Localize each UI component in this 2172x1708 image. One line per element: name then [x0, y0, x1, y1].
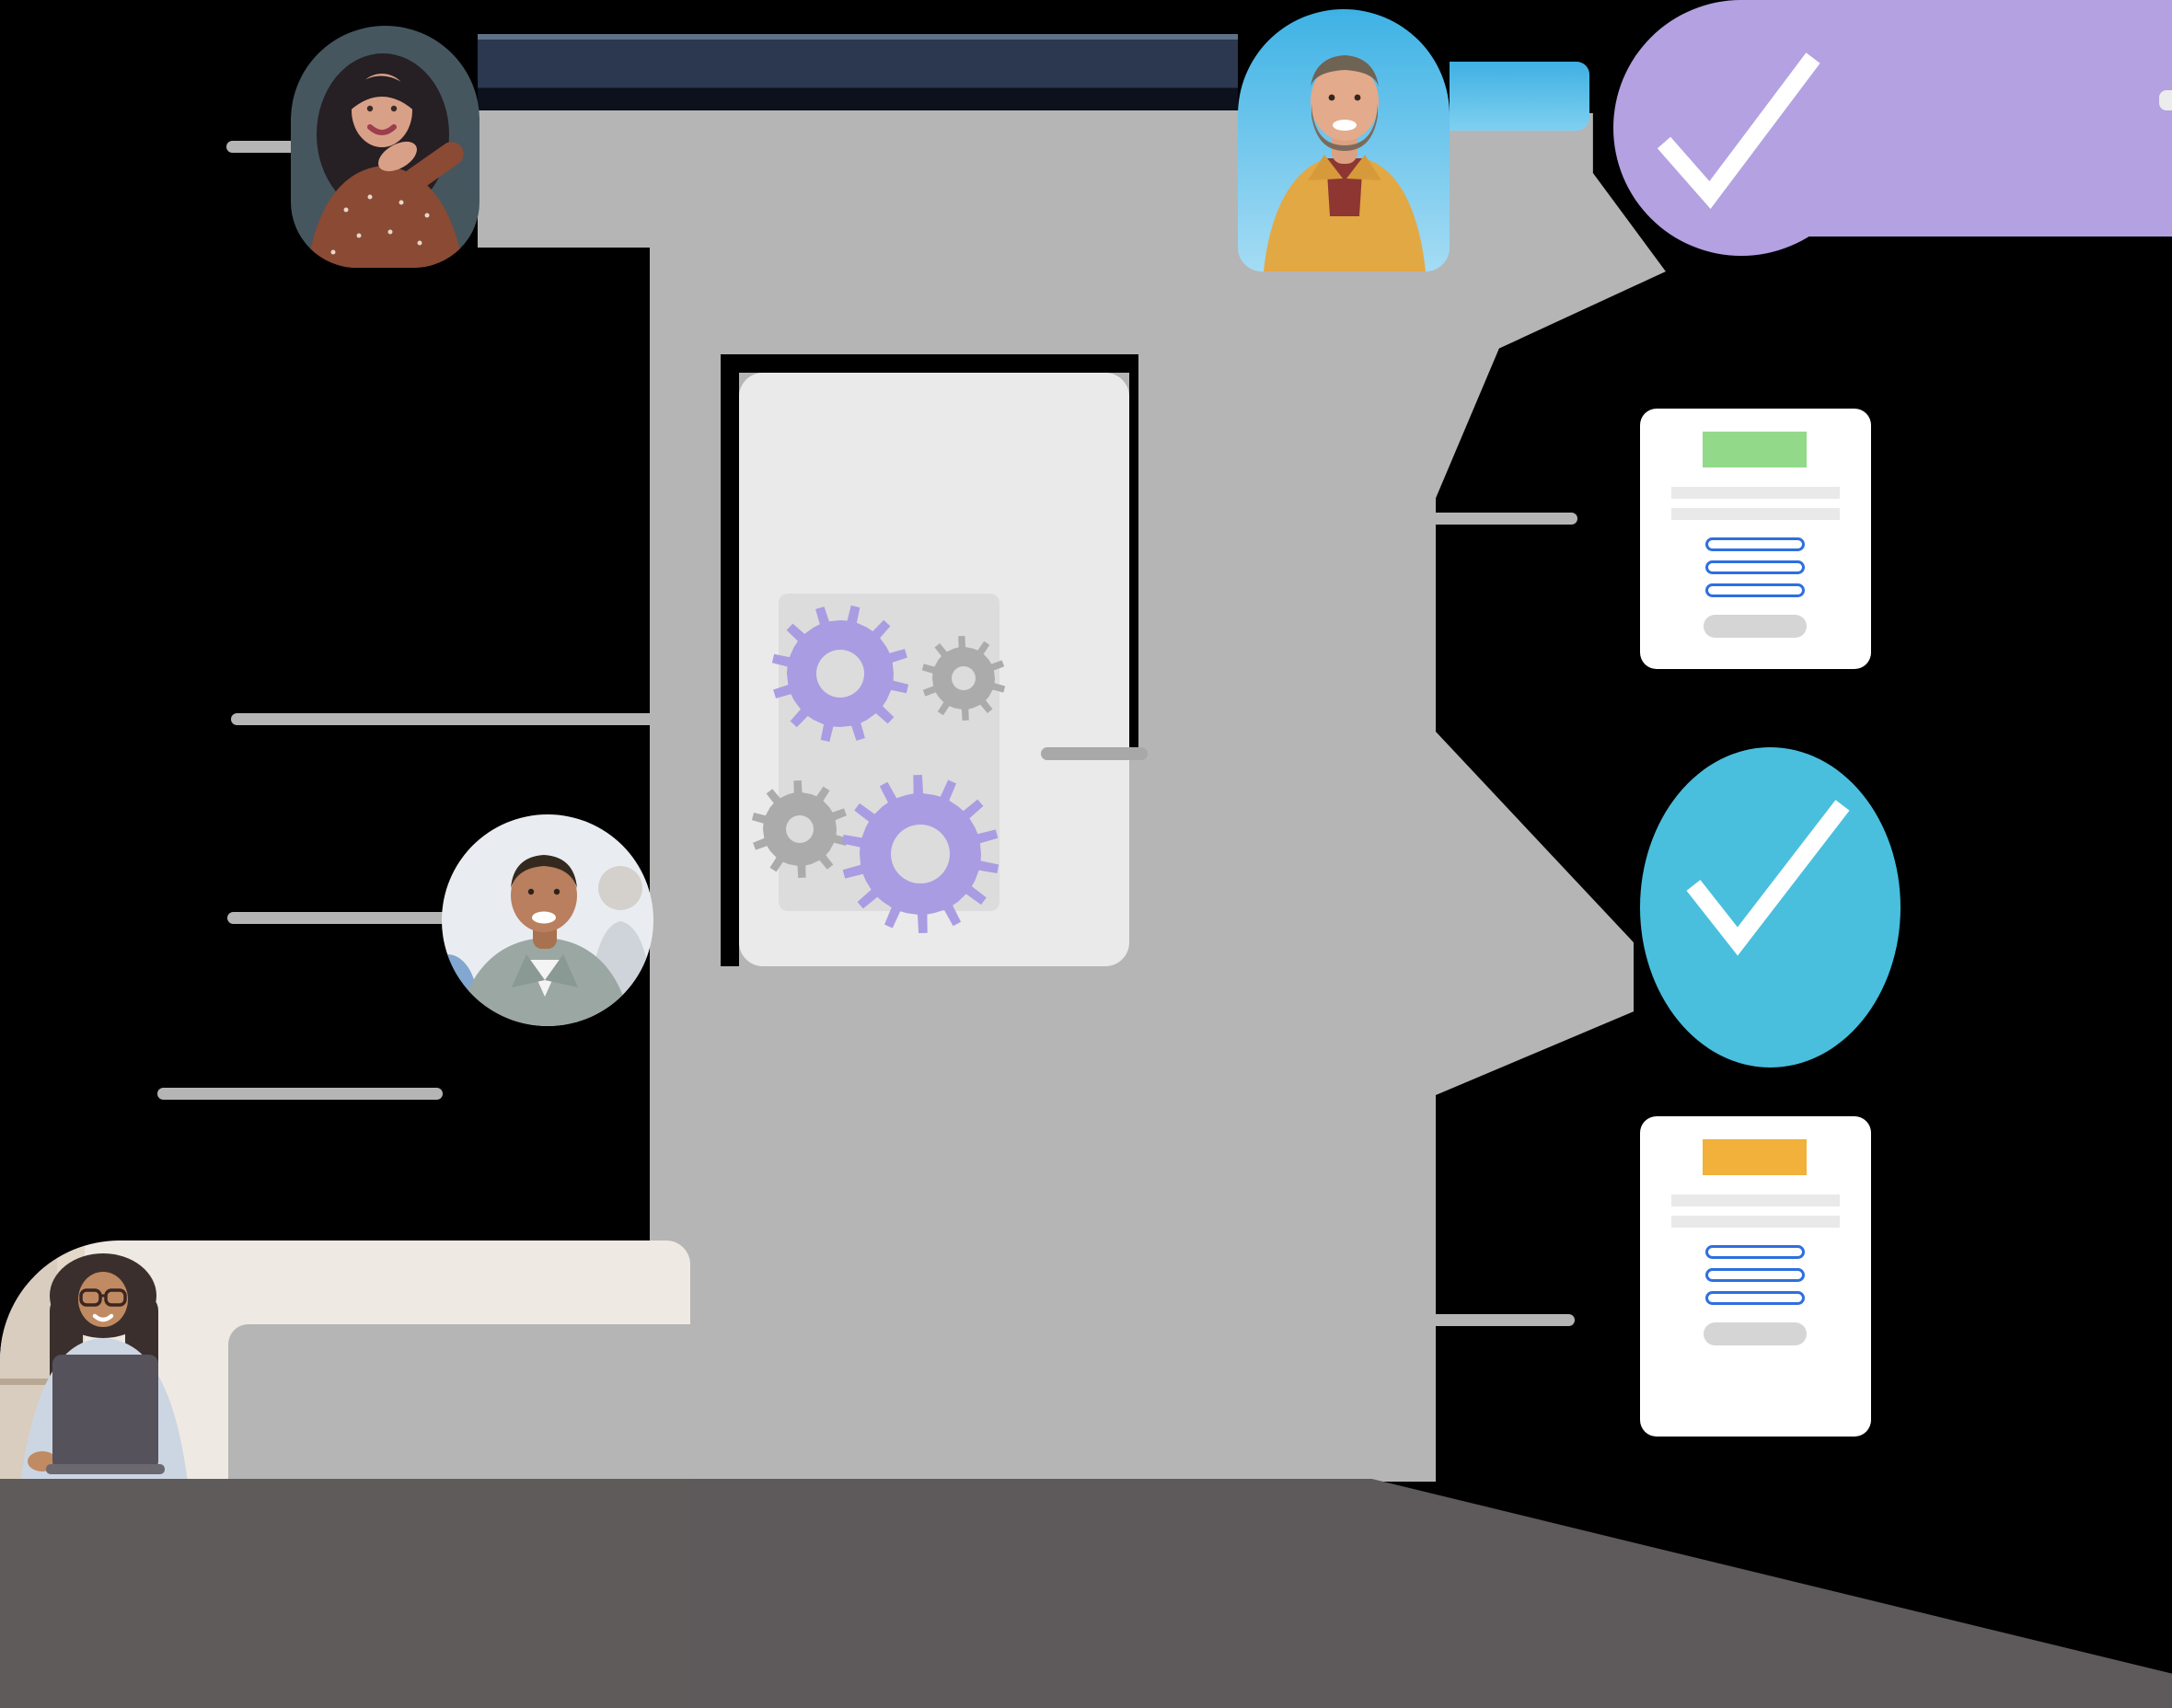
woman-laptop-photo	[0, 1241, 690, 1708]
desk-extension	[690, 1479, 2172, 1708]
orange-doc-header-bar	[1703, 1139, 1807, 1175]
woman-curly-photo	[307, 53, 464, 268]
connector-green-doc	[1422, 513, 1577, 525]
orange-doc-text-line	[1671, 1194, 1840, 1206]
process-header-strip	[478, 34, 1238, 112]
process-band-bottom	[228, 1324, 690, 1479]
gears-card-slot-right	[1129, 354, 1138, 747]
hand	[378, 141, 417, 172]
hair	[511, 855, 577, 888]
gears-card	[739, 373, 1129, 966]
face	[1311, 62, 1379, 141]
face	[511, 859, 577, 932]
face	[78, 1272, 128, 1327]
connector-gears-card	[1041, 747, 1148, 760]
laptop	[52, 1355, 158, 1471]
orange-doc-text-line	[1671, 1216, 1840, 1228]
connector-orange-doc	[1422, 1314, 1575, 1326]
glasses	[79, 1288, 102, 1307]
man-mustard-avatar	[1238, 9, 1450, 271]
green-doc-text-line	[1671, 508, 1840, 520]
hair	[1311, 55, 1379, 87]
edge-card-sliver	[2159, 90, 2172, 110]
green-doc-text-line	[1671, 487, 1840, 499]
green-doc-field-pill	[1705, 560, 1805, 574]
green-doc-field-pill	[1705, 537, 1805, 551]
process-column-left-tab	[478, 110, 650, 248]
connector-process-left	[231, 713, 664, 725]
connector-bottom-left	[157, 1088, 443, 1100]
orange-doc-button	[1704, 1322, 1807, 1345]
orange-doc-field-pill	[1705, 1245, 1805, 1259]
smile	[1333, 120, 1357, 131]
green-doc-header-bar	[1703, 432, 1807, 467]
man-mustard-photo	[1264, 55, 1426, 271]
gears-panel	[779, 594, 999, 911]
man-mustard-blue-tab	[1450, 62, 1589, 131]
blouse	[307, 166, 464, 268]
orange-document-card	[1640, 1116, 1871, 1437]
green-doc-button	[1704, 615, 1807, 638]
orange-doc-field-pill	[1705, 1268, 1805, 1282]
orange-doc-field-pill	[1705, 1291, 1805, 1305]
gears-card-slot-left	[721, 354, 739, 966]
gears-card-slot-top	[721, 354, 1138, 373]
smile	[532, 911, 556, 924]
man-denim-photo	[442, 855, 653, 1026]
green-document-card	[1640, 409, 1871, 669]
woman-curly-avatar	[291, 26, 479, 268]
man-denim-avatar	[442, 814, 653, 1026]
arm	[403, 142, 464, 191]
green-doc-field-pill	[1705, 583, 1805, 597]
desk	[0, 1479, 690, 1708]
process-wedge-right	[1436, 732, 1634, 1095]
teal-check-badge	[1640, 747, 1900, 1068]
purple-check-badge	[1613, 0, 1869, 256]
